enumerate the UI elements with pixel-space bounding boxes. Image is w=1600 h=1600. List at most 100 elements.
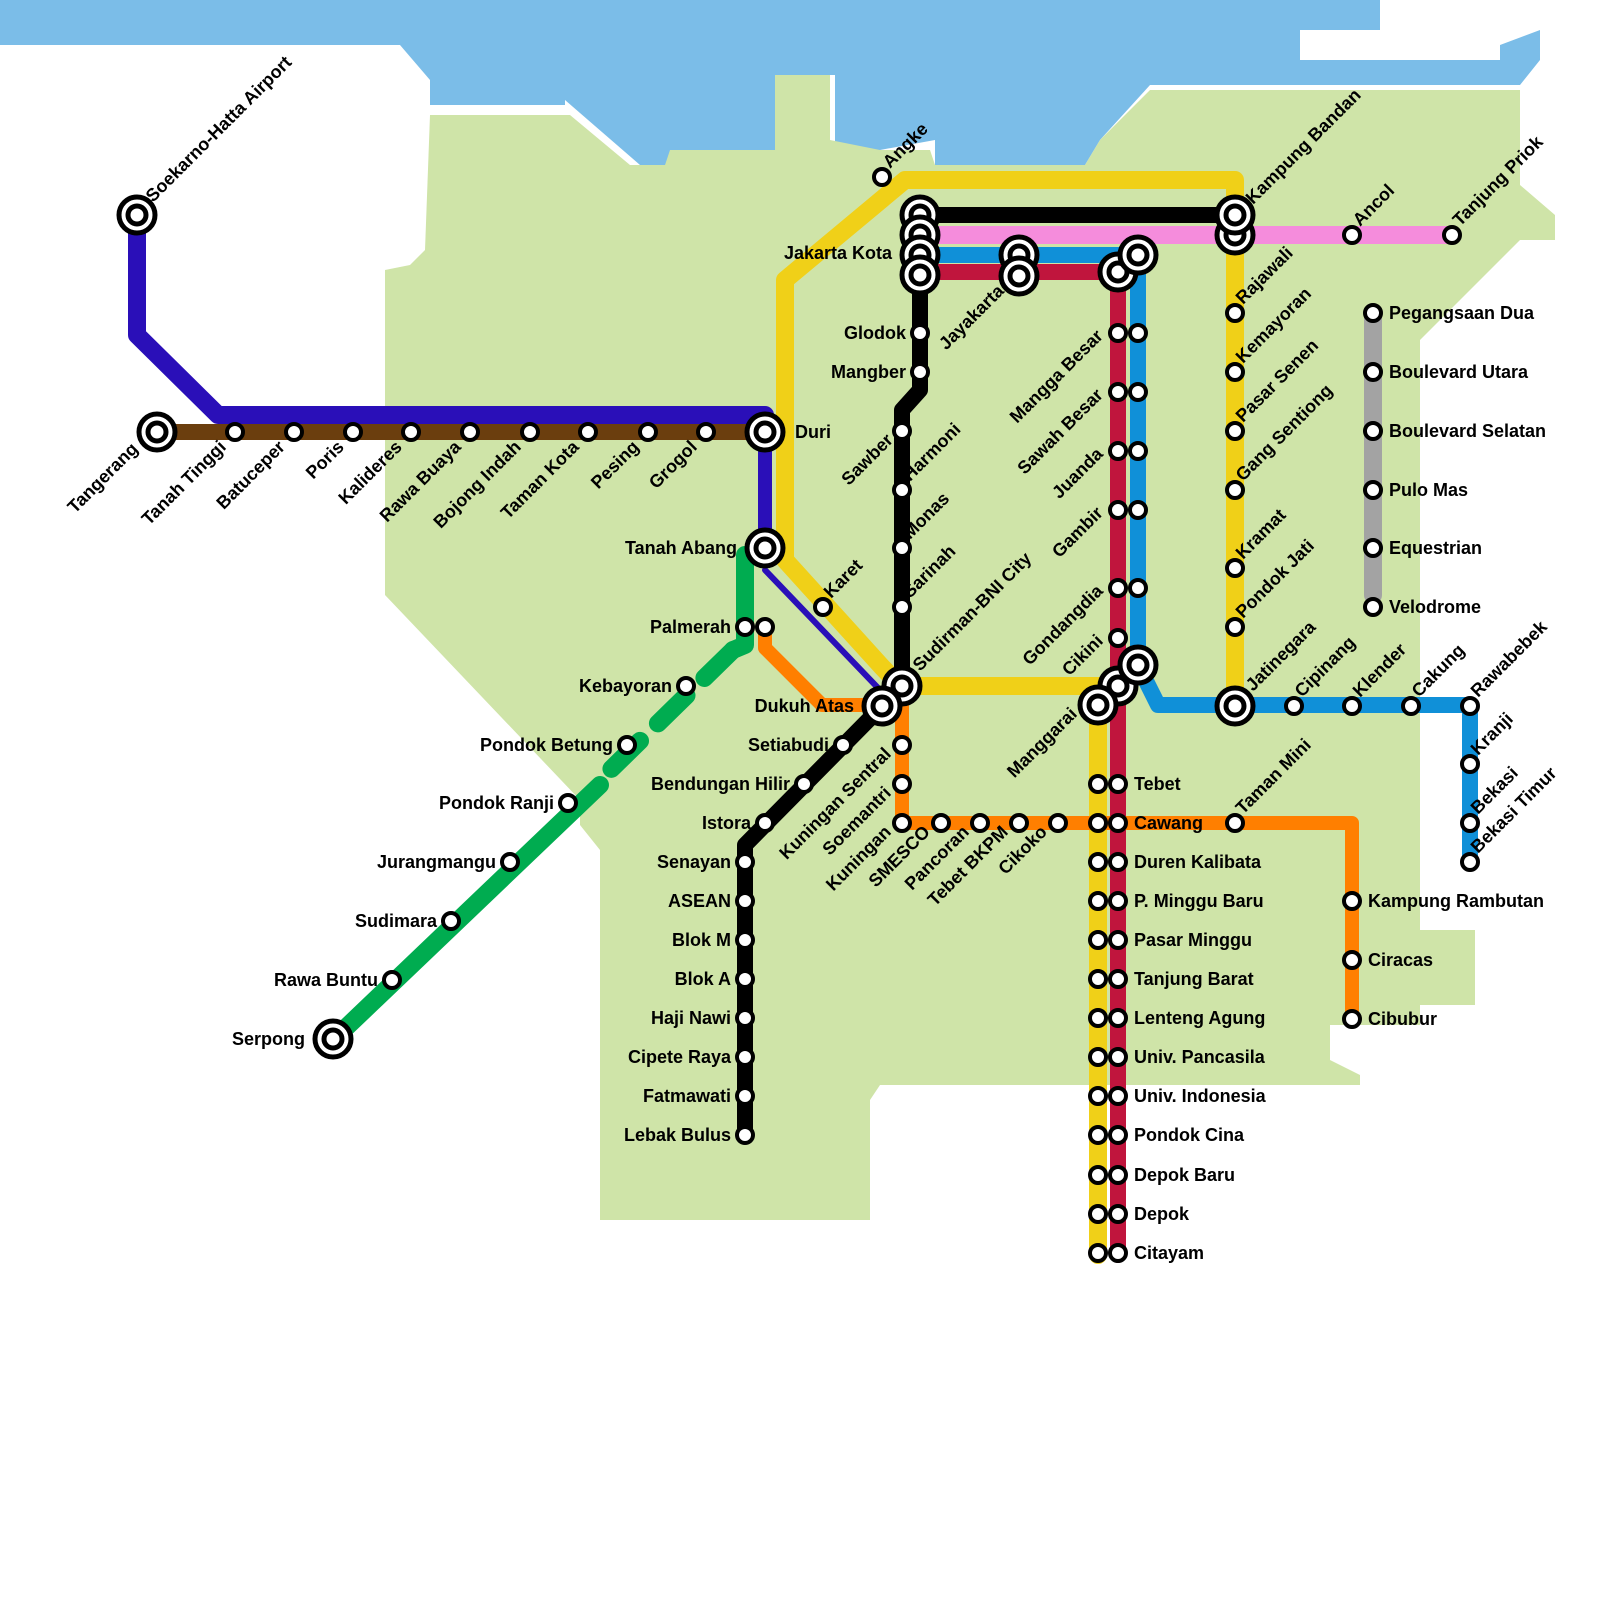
station-marker-istora: [755, 813, 775, 833]
land: [385, 75, 1555, 1220]
interchange-marker-duri: [744, 411, 786, 453]
station-marker-bendungan-hilir: [794, 774, 814, 794]
station-marker-sudimara: [441, 911, 461, 931]
station-marker-bojong-indah: [520, 422, 540, 442]
station-label-tebet: Tebet: [1134, 774, 1181, 794]
interchange-marker-jatinegara: [1214, 685, 1256, 727]
interchange-marker-serpong: [312, 1018, 354, 1060]
station-marker: [1128, 578, 1148, 598]
station-label-p-minggu-baru: P. Minggu Baru: [1134, 891, 1264, 911]
station-marker-bekasi-timur: [1460, 852, 1480, 872]
station-label-poris: Poris: [302, 437, 348, 483]
station-label-duri: Duri: [795, 422, 831, 442]
station-marker-rajawali: [1225, 303, 1245, 323]
station-marker-soemantri: [892, 774, 912, 794]
station-marker-jurangmangu: [500, 852, 520, 872]
station-label-blok-a: Blok A: [675, 969, 731, 989]
station-marker-asean: [735, 891, 755, 911]
station-marker: [1088, 1204, 1108, 1224]
station-label-istora: Istora: [702, 813, 752, 833]
station-marker-sawah-besar: [1108, 382, 1128, 402]
station-marker-lebak-bulus: [735, 1125, 755, 1145]
station-marker: [1088, 1243, 1108, 1263]
station-label-mangber: Mangber: [831, 362, 906, 382]
station-marker: [1088, 852, 1108, 872]
station-marker-gang-sentiong: [1225, 480, 1245, 500]
station-marker-pancoran: [970, 813, 990, 833]
station-marker-kemayoran: [1225, 362, 1245, 382]
station-marker-poris: [343, 422, 363, 442]
station-marker-klender: [1342, 696, 1362, 716]
station-marker-tebet-bkpm: [1009, 813, 1029, 833]
station-marker-pondok-ranji: [558, 793, 578, 813]
station-marker-tanah-tinggi: [225, 422, 245, 442]
station-marker-cipete-raya: [735, 1047, 755, 1067]
station-marker-p-minggu-baru: [1108, 891, 1128, 911]
station-marker-cikoko: [1048, 813, 1068, 833]
station-marker-kampung-rambutan: [1342, 891, 1362, 911]
station-marker: [1088, 1047, 1108, 1067]
station-marker-blok-m: [735, 930, 755, 950]
station-marker-pasar-senen: [1225, 421, 1245, 441]
station-marker: [1088, 1165, 1108, 1185]
interchange-marker-kampung-bandan: [1214, 194, 1256, 236]
station-label-cibubur: Cibubur: [1368, 1009, 1437, 1029]
station-marker-rawabebek: [1460, 696, 1480, 716]
station-label-lenteng-agung: Lenteng Agung: [1134, 1008, 1265, 1028]
station-marker-duren-kalibata: [1108, 852, 1128, 872]
station-marker-kalideres: [401, 422, 421, 442]
station-marker-bekasi: [1460, 813, 1480, 833]
station-marker: [1088, 1008, 1108, 1028]
station-label-univ-indonesia: Univ. Indonesia: [1134, 1086, 1267, 1106]
station-marker-depok: [1108, 1204, 1128, 1224]
station-marker: [1088, 813, 1108, 833]
station-label-lebak-bulus: Lebak Bulus: [624, 1125, 731, 1145]
station-marker-haji-nawi: [735, 1008, 755, 1028]
station-marker-gambir: [1108, 500, 1128, 520]
station-marker-karet: [813, 597, 833, 617]
interchange-marker: [1117, 644, 1159, 686]
station-label-tanjung-barat: Tanjung Barat: [1134, 969, 1254, 989]
station-label-bendungan-hilir: Bendungan Hilir: [651, 774, 790, 794]
station-marker-kebayoran: [676, 676, 696, 696]
station-marker: [1088, 930, 1108, 950]
station-marker: [755, 617, 775, 637]
station-label-cawang: Cawang: [1134, 813, 1203, 833]
interchange-marker-soekarno-hatta: [116, 194, 158, 236]
station-marker: [1128, 500, 1148, 520]
station-label-boulevard-utara: Boulevard Utara: [1389, 362, 1529, 382]
station-label-pondok-cina: Pondok Cina: [1134, 1125, 1245, 1145]
station-marker-lenteng-agung: [1108, 1008, 1128, 1028]
station-label-sudimara: Sudimara: [355, 911, 438, 931]
soekarno-hatta-line-south: [762, 567, 883, 693]
station-marker-pulo-mas: [1363, 480, 1383, 500]
station-marker-pegangsaan-dua: [1363, 303, 1383, 323]
bekasi-line: [912, 247, 1478, 870]
station-marker-boulevard-utara: [1363, 362, 1383, 382]
station-marker-rawa-buaya: [460, 422, 480, 442]
station-marker-tanjung-priok: [1442, 225, 1462, 245]
station-label-blok-m: Blok M: [672, 930, 731, 950]
station-marker-cikini: [1108, 628, 1128, 648]
station-marker-velodrome: [1363, 597, 1383, 617]
station-marker-cibubur: [1342, 1009, 1362, 1029]
interchange-marker: [1117, 234, 1159, 276]
station-marker-univ-indonesia: [1108, 1086, 1128, 1106]
station-marker-grogol: [696, 422, 716, 442]
station-marker-smesco: [931, 813, 951, 833]
station-marker-ciracas: [1342, 950, 1362, 970]
station-marker-sawber: [892, 421, 912, 441]
station-label-tangerang: Tangerang: [64, 439, 142, 517]
station-marker-angke: [872, 167, 892, 187]
station-label-rawabebek: Rawabebek: [1467, 616, 1552, 701]
station-label-cipete-raya: Cipete Raya: [628, 1047, 732, 1067]
station-marker-pondok-cina: [1108, 1125, 1128, 1145]
station-marker-rawa-buntu: [382, 970, 402, 990]
station-marker-kramat: [1225, 558, 1245, 578]
station-label-pegangsaan-dua: Pegangsaan Dua: [1389, 303, 1535, 323]
station-marker: [1088, 774, 1108, 794]
station-label-dukuh-atas: Dukuh Atas: [755, 696, 854, 716]
sea: [0, 0, 1540, 165]
station-marker-mangga-besar: [1108, 323, 1128, 343]
station-marker-taman-kota: [578, 422, 598, 442]
